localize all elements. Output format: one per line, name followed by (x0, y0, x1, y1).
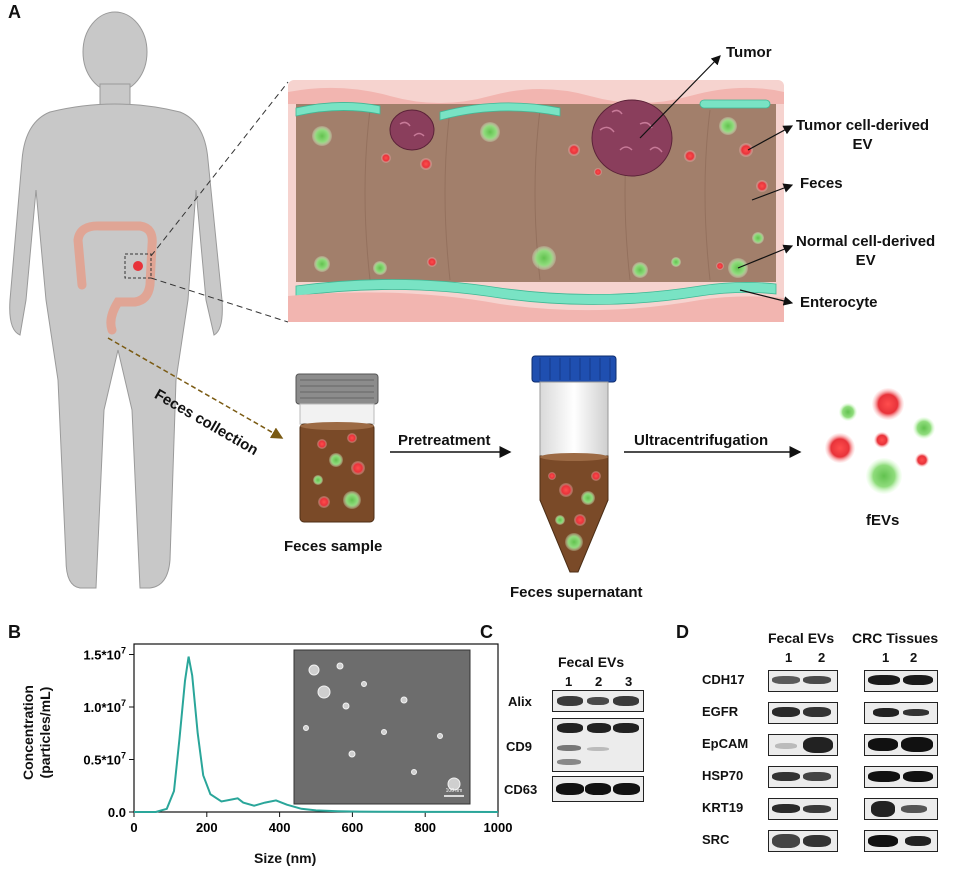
fevs-cluster (825, 388, 935, 494)
x-tick-label: 1000 (484, 820, 513, 835)
blot-band (803, 737, 833, 753)
em-particles (303, 662, 461, 791)
panel-d-row-label: SRC (702, 832, 730, 847)
chart-em-inset (293, 649, 471, 805)
size-distribution-chart: 100 nm 0 200 400 600 800 1000 0.0 0.5*107 1.0*10… (83, 643, 512, 835)
panel-label-a: A (8, 2, 21, 22)
blot-krt19-tissue (864, 798, 938, 820)
y-tick-label: 1.5*107 (83, 646, 126, 663)
label-normal-ev: Normal cell-derived EV (796, 233, 936, 269)
blot-band (772, 707, 800, 717)
panel-d-row-label: EpCAM (702, 736, 749, 751)
blot-band (772, 772, 800, 781)
centrifuge-tube (531, 355, 617, 573)
panel-d-row-label: HSP70 (702, 768, 744, 783)
blot-band (772, 804, 800, 813)
x-tick-label: 200 (196, 820, 218, 835)
blot-band (868, 835, 898, 847)
blot-cdh17-tissue (864, 670, 938, 692)
colon (73, 221, 157, 335)
blot-band (803, 676, 831, 684)
colon-zoom-box (124, 253, 152, 279)
blot-hsp70-fevs (768, 766, 838, 788)
blot-band (873, 708, 899, 717)
panel-d-row-label: EGFR (702, 704, 739, 719)
blot-egfr-fevs (768, 702, 838, 724)
x-tick-label: 800 (414, 820, 436, 835)
x-tick-label: 600 (342, 820, 364, 835)
blot-band (901, 805, 927, 813)
label-fevs: fEVs (866, 512, 900, 529)
blot-band (868, 738, 898, 751)
blot-cd9 (552, 718, 644, 772)
blot-band (905, 836, 931, 846)
blot-src-tissue (864, 830, 938, 852)
label-tumor-ev: Tumor cell-derived EV (796, 117, 930, 153)
panel-d-row-label: CDH17 (702, 672, 745, 687)
label-feces-supernatant: Feces supernatant (510, 584, 643, 601)
panel-c-lane-1: 1 (565, 674, 573, 689)
panel-label-c: C (480, 622, 493, 642)
blot-hsp70-tissue (864, 766, 938, 788)
label-tumor: Tumor (726, 44, 772, 61)
series-line (134, 656, 499, 813)
panel-d-group1: Fecal EVs (768, 630, 835, 646)
x-tick-label: 0 (130, 820, 137, 835)
panel-d-g1-lane-2: 2 (818, 650, 826, 665)
blot-band (901, 737, 933, 752)
y-tick-label: 1.0*107 (83, 698, 126, 715)
scale-bar-label: 100 nm (446, 788, 463, 794)
intestine-section (288, 80, 784, 322)
y-tick-label: 0.0 (108, 805, 126, 820)
panel-c-row-cd9: CD9 (506, 739, 533, 754)
plot-frame (133, 643, 499, 813)
panel-c-lane-3: 3 (625, 674, 633, 689)
blot-band (903, 675, 933, 685)
panel-d-g1-lane-1: 1 (785, 650, 793, 665)
blot-band (868, 771, 900, 782)
y-tick-label: 0.5*107 (83, 751, 126, 768)
blot-cd63 (552, 776, 644, 802)
panel-b-xlabel: Size (nm) (254, 850, 317, 866)
blot-band (803, 835, 831, 847)
blot-band (775, 743, 797, 749)
panel-d-g2-lane-1: 1 (882, 650, 890, 665)
blot-band (772, 676, 800, 684)
panel-d-g2-lane-2: 2 (910, 650, 918, 665)
panel-b-ylabel: Concentration (particles/mL) (20, 685, 53, 780)
blot-band (772, 834, 800, 848)
label-enterocyte: Enterocyte (800, 294, 878, 311)
human-silhouette (9, 11, 223, 589)
panel-c-lane-2: 2 (595, 674, 603, 689)
blot-band (903, 771, 933, 782)
blot-band (803, 772, 831, 781)
panel-c-row-alix: Alix (508, 694, 532, 709)
blot-cdh17-fevs (768, 670, 838, 692)
blot-band (871, 801, 895, 817)
panel-c-title: Fecal EVs (558, 654, 625, 670)
panel-d-row-label: KRT19 (702, 800, 744, 815)
panel-c-row-cd63: CD63 (504, 782, 538, 797)
panel-label-b: B (8, 622, 21, 642)
blot-epcam-fevs (768, 734, 838, 756)
panel-a-illustration (9, 11, 935, 589)
blot-egfr-tissue (864, 702, 938, 724)
blot-krt19-fevs (768, 798, 838, 820)
label-feces: Feces (800, 175, 843, 192)
blot-epcam-tissue (864, 734, 938, 756)
panel-d-group2: CRC Tissues (852, 630, 939, 646)
blot-band (903, 709, 929, 716)
blot-band (803, 707, 831, 717)
blot-alix (552, 690, 644, 712)
x-tick-label: 400 (269, 820, 291, 835)
label-pretreatment: Pretreatment (398, 432, 491, 449)
panel-label-d: D (676, 622, 689, 642)
label-ultracentrifugation: Ultracentrifugation (634, 432, 769, 449)
blot-band (868, 675, 900, 685)
blot-band (803, 805, 831, 813)
label-feces-sample: Feces sample (284, 538, 383, 555)
feces-sample-jar (295, 373, 379, 523)
blot-src-fevs (768, 830, 838, 852)
